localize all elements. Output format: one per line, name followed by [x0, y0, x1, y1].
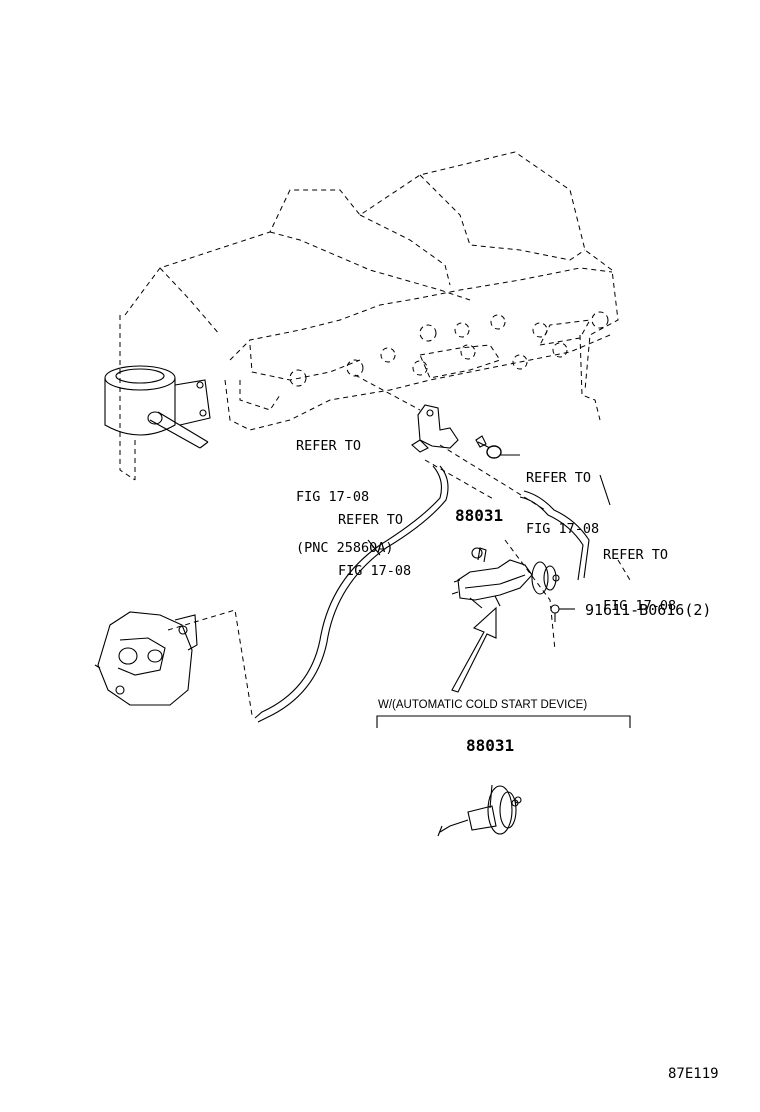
part-number-bolt[interactable]: 91611-B0616(2) — [585, 601, 712, 619]
oil-filler-cap — [104, 365, 211, 449]
injection-pump — [94, 611, 198, 706]
refer-pnc-label: REFER TO FIG 17-08 (PNC 25860A) — [296, 404, 394, 574]
refer-hose-left-line1: REFER TO — [338, 512, 404, 528]
leader-lines — [167, 374, 631, 716]
engine-block-outline — [119, 151, 619, 481]
hose-left — [254, 465, 449, 723]
refer-pnc-line1: REFER TO — [296, 438, 362, 454]
refer-hose-right-line1: REFER TO — [603, 547, 669, 563]
direction-arrow — [451, 606, 497, 693]
bolt-fig-17-08 — [475, 435, 520, 459]
refer-bolt-line2: FIG 17-08 — [526, 521, 600, 537]
refer-bolt-line1: REFER TO — [526, 470, 592, 486]
cold-start-device — [451, 547, 560, 609]
part-number-main[interactable]: 88031 — [455, 506, 504, 525]
variant-cold-start-device — [437, 784, 522, 837]
bolt-91611 — [550, 604, 575, 622]
refer-pnc-line3: (PNC 25860A) — [296, 540, 394, 556]
hose-right — [519, 490, 590, 581]
variant-bracket — [376, 715, 631, 728]
refer-hose-left-label: REFER TO FIG 17-08 — [338, 478, 411, 597]
refer-hose-left-line2: FIG 17-08 — [338, 563, 412, 579]
refer-bolt-label: REFER TO FIG 17-08 — [526, 436, 599, 555]
figure-code: 87E119 — [668, 1066, 719, 1082]
variant-note: W/(AUTOMATIC COLD START DEVICE) — [378, 699, 588, 711]
intake-manifold — [224, 267, 613, 431]
vsv-bracket — [411, 404, 459, 453]
refer-hose-right-label: REFER TO FIG 17-08 — [603, 513, 676, 632]
part-number-variant[interactable]: 88031 — [466, 736, 515, 755]
refer-pnc-line2: FIG 17-08 — [296, 489, 370, 505]
refer-hose-right-line2: FIG 17-08 — [603, 598, 677, 614]
